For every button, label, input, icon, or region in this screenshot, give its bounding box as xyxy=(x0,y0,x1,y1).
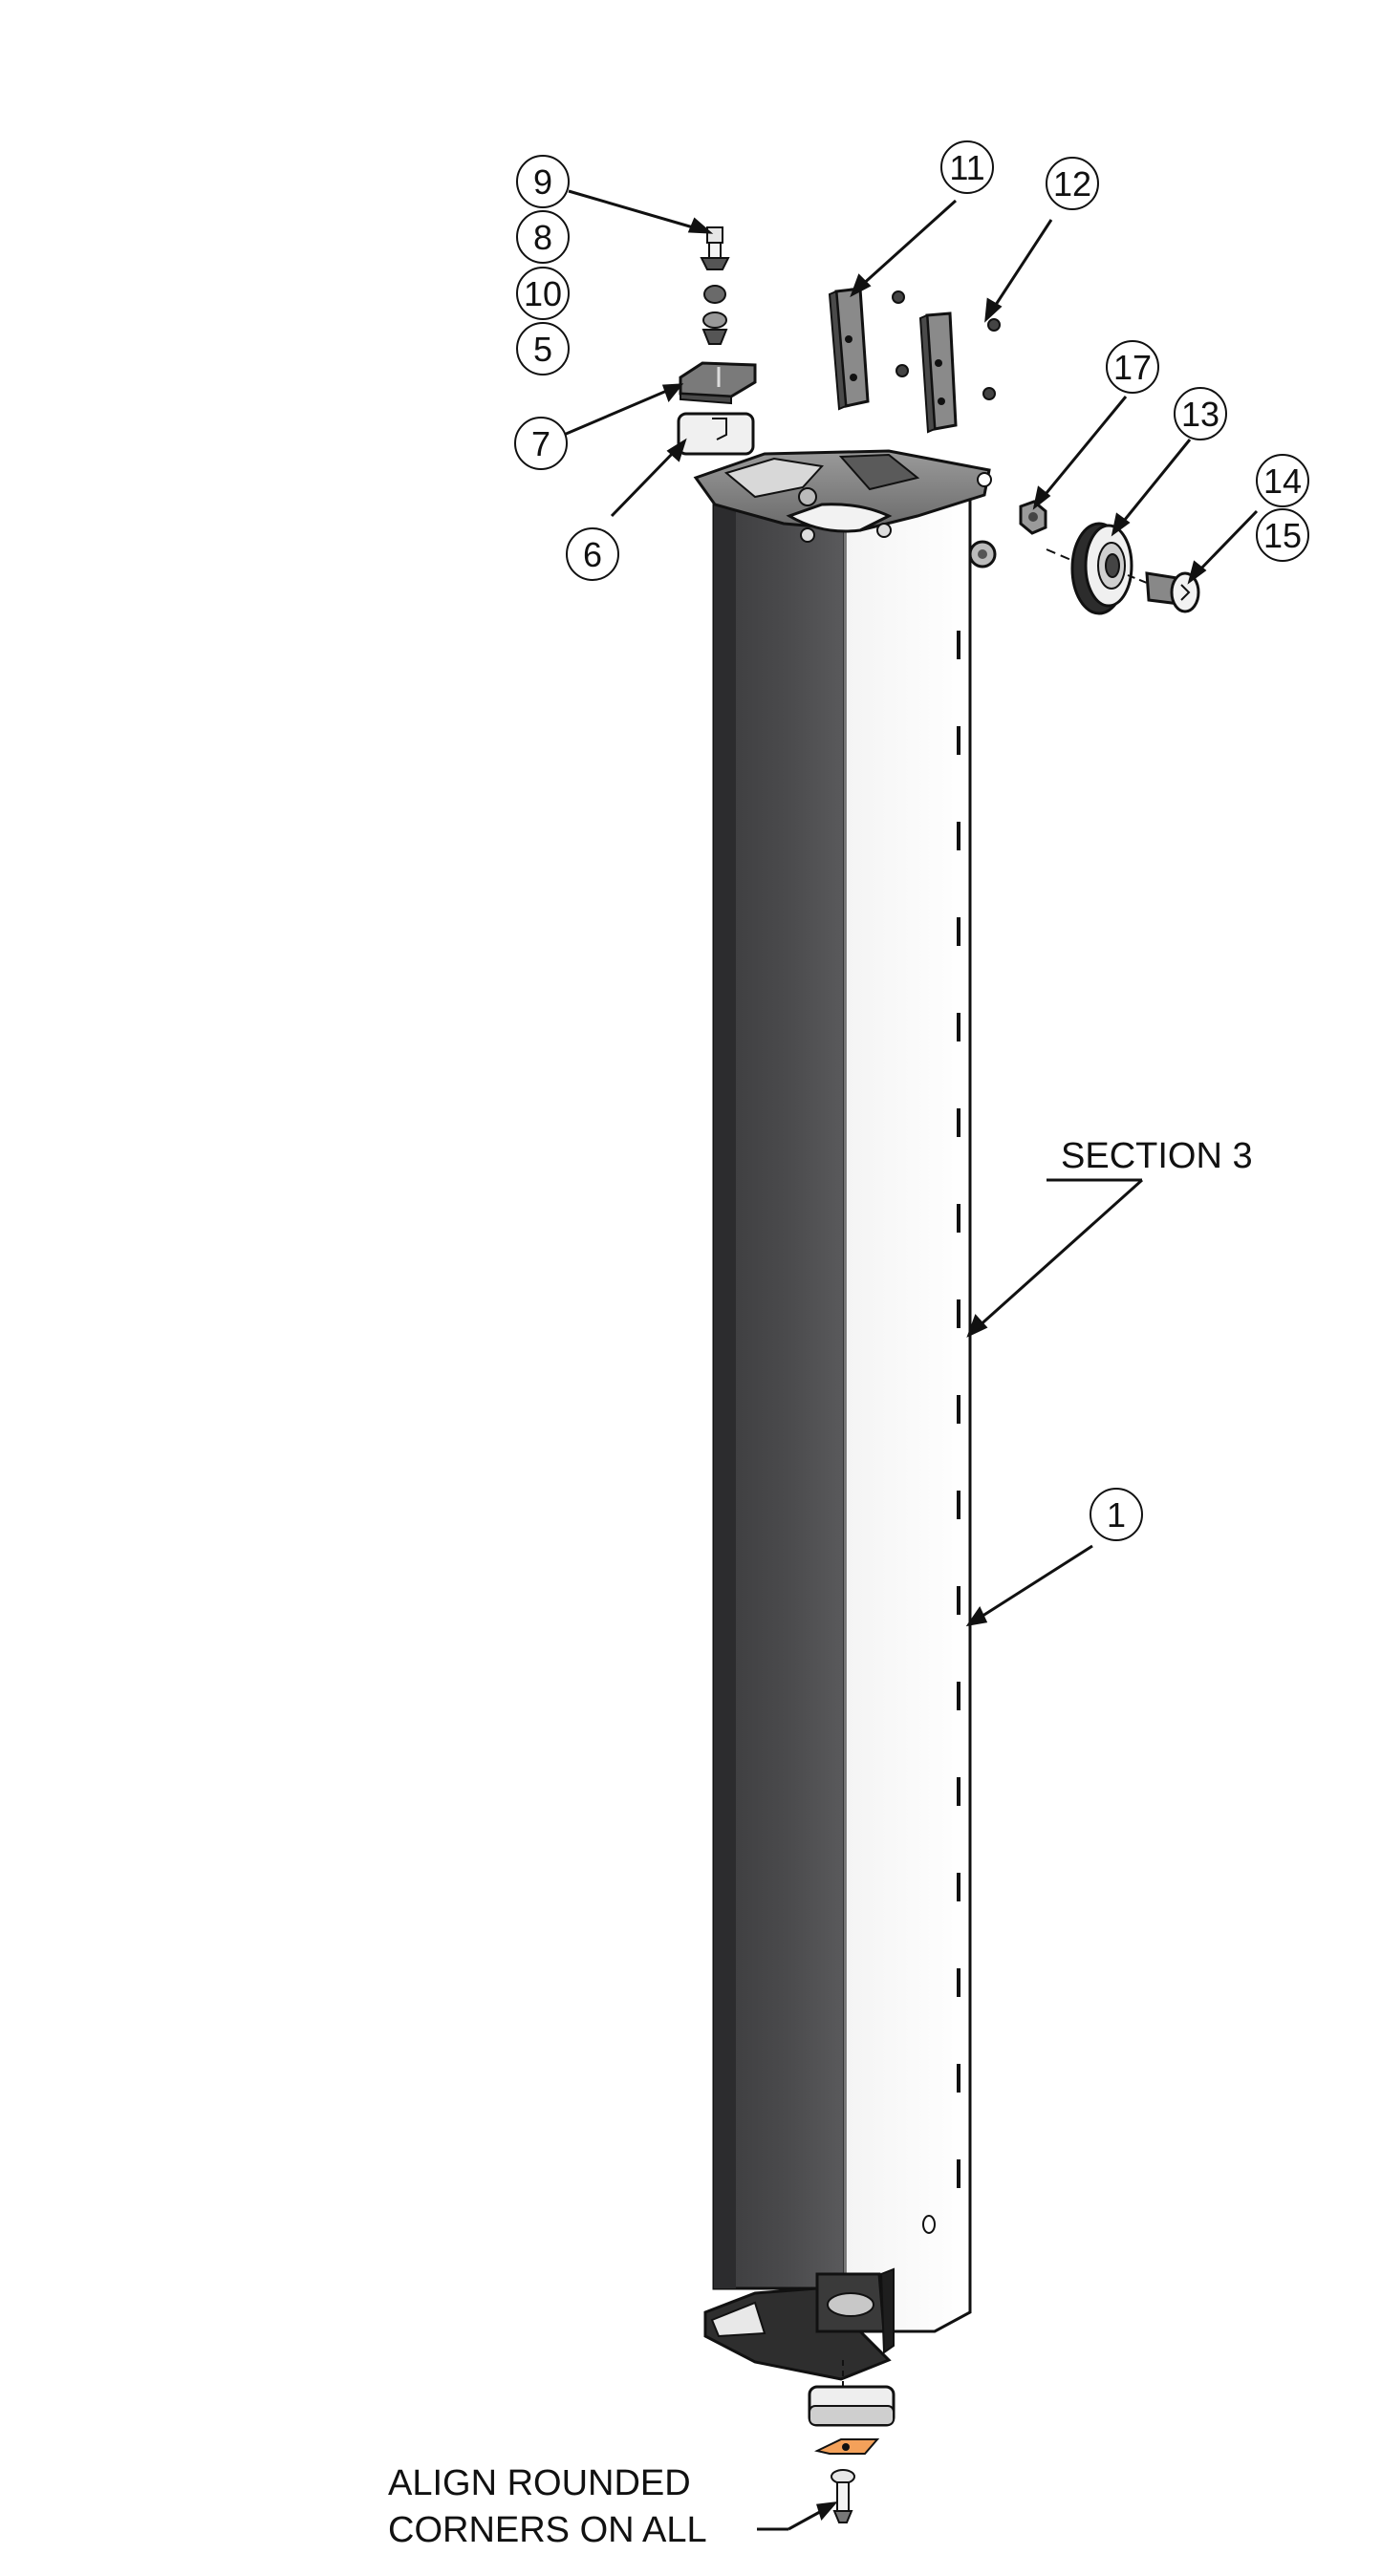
clamp-plate xyxy=(679,361,757,405)
bottom-block xyxy=(808,2385,895,2427)
leader-lines xyxy=(563,189,1259,2531)
balloon-15: 15 xyxy=(1256,508,1309,562)
column-body xyxy=(712,490,972,2333)
note-line-1: ALIGN ROUNDED xyxy=(388,2463,691,2503)
balloon-17: 17 xyxy=(1106,340,1159,394)
balloon-1-label: 1 xyxy=(1107,1495,1126,1535)
top-cap-bracket xyxy=(693,449,997,569)
balloon-14-label: 14 xyxy=(1263,462,1302,501)
balloon-9: 9 xyxy=(516,155,570,208)
orange-shim xyxy=(813,2438,880,2455)
spacer-block xyxy=(677,412,755,456)
balloon-14: 14 xyxy=(1256,454,1309,507)
balloon-12: 12 xyxy=(1046,157,1099,210)
balloon-17-label: 17 xyxy=(1113,348,1152,387)
balloon-5: 5 xyxy=(516,322,570,376)
balloon-11: 11 xyxy=(940,140,994,194)
balloon-9-label: 9 xyxy=(533,162,552,202)
hex-nut xyxy=(1019,500,1047,535)
shoulder-bolt xyxy=(1145,571,1200,613)
bracket-12 xyxy=(918,311,1001,434)
base-plate xyxy=(703,2267,895,2381)
balloon-11-label: 11 xyxy=(949,148,984,187)
balloon-1: 1 xyxy=(1090,1488,1143,1541)
balloon-12-label: 12 xyxy=(1053,164,1091,204)
balloon-13-label: 13 xyxy=(1181,395,1219,434)
balloon-6-label: 6 xyxy=(583,535,602,574)
balloon-5-label: 5 xyxy=(533,330,552,369)
balloon-10: 10 xyxy=(516,267,570,320)
balloon-10-label: 10 xyxy=(524,274,562,313)
balloon-6: 6 xyxy=(566,527,619,581)
balloon-7-label: 7 xyxy=(531,424,550,463)
bottom-bolt xyxy=(831,2469,855,2523)
balloon-13: 13 xyxy=(1174,387,1227,440)
top-fastener-stack xyxy=(700,226,730,345)
bracket-11 xyxy=(828,287,909,411)
balloon-8: 8 xyxy=(516,210,570,264)
roller-wheel xyxy=(1070,522,1133,615)
balloon-15-label: 15 xyxy=(1263,516,1302,555)
balloon-7: 7 xyxy=(514,417,568,470)
note-line-2: CORNERS ON ALL xyxy=(388,2510,707,2550)
section-label: SECTION 3 xyxy=(1061,1136,1253,1176)
balloon-8-label: 8 xyxy=(533,218,552,257)
